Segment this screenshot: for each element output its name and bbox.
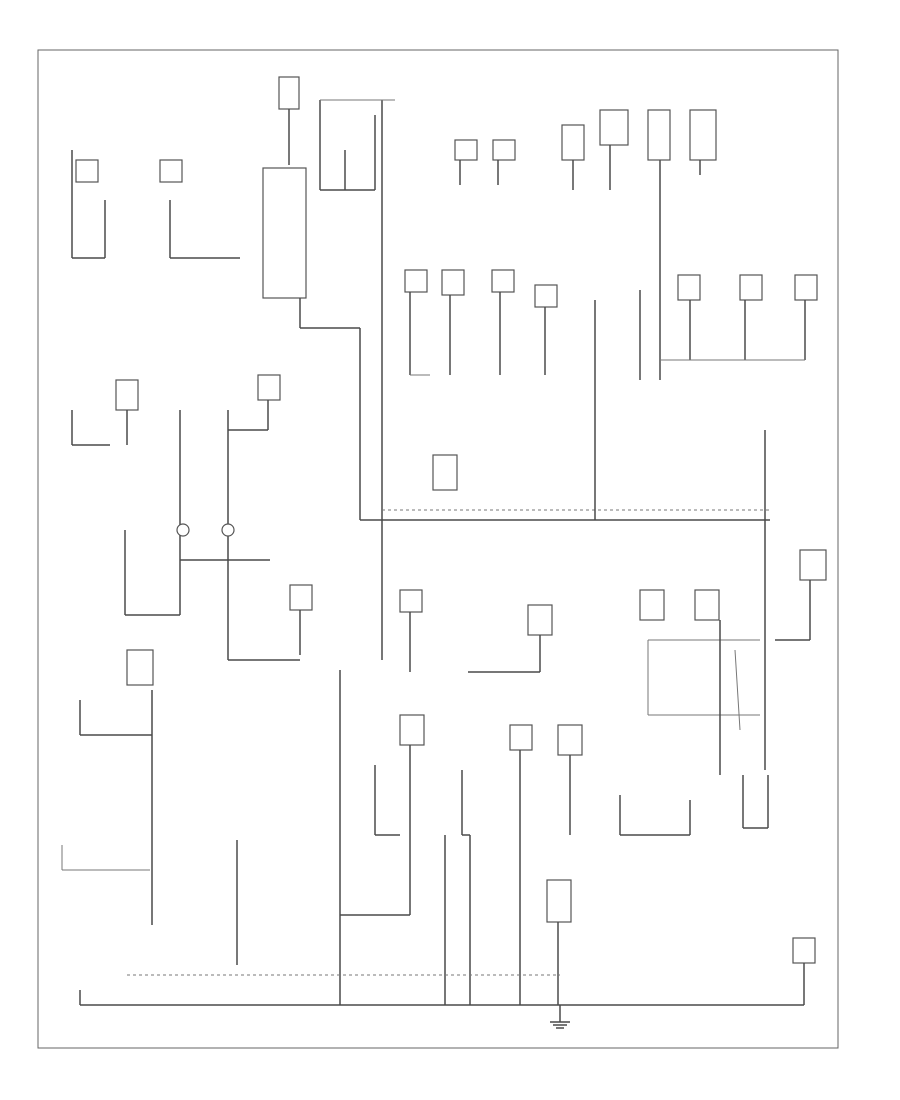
component-box <box>492 139 516 161</box>
component-box <box>677 274 701 301</box>
component-box <box>557 724 583 756</box>
component-box <box>694 589 720 621</box>
component-box <box>115 379 139 411</box>
component-box <box>799 549 827 581</box>
component-box <box>404 269 428 293</box>
component-box <box>647 109 671 161</box>
component-box <box>159 159 183 183</box>
component-box <box>794 274 818 301</box>
ground-bus <box>360 160 770 770</box>
component-box <box>432 454 458 491</box>
component-box <box>599 109 629 146</box>
component-box <box>534 284 558 308</box>
component-box <box>75 159 99 183</box>
component-box <box>527 604 553 636</box>
component-box <box>126 649 154 686</box>
component-box <box>546 879 572 923</box>
component-box <box>792 937 816 964</box>
component-box <box>289 584 313 611</box>
component-box <box>399 714 425 746</box>
component-box <box>399 589 423 613</box>
component-box <box>441 269 465 296</box>
center-middle-section <box>399 454 827 775</box>
component-box <box>739 274 763 301</box>
component-box <box>278 76 300 110</box>
splice-icon <box>221 523 235 537</box>
component-box <box>491 269 515 293</box>
component-box <box>454 139 478 161</box>
component-box <box>257 374 281 401</box>
diagram-frame <box>37 49 839 1049</box>
splice-icon <box>176 523 190 537</box>
component-box <box>639 589 665 621</box>
component-box <box>561 124 585 161</box>
top-components <box>71 76 361 520</box>
upper-switch-network <box>319 99 395 520</box>
component-box <box>509 724 533 751</box>
left-middle-section <box>71 374 313 661</box>
lower-section <box>61 649 816 1029</box>
component-box <box>262 167 307 299</box>
upper-right-branches <box>404 109 818 376</box>
component-box <box>689 109 717 161</box>
